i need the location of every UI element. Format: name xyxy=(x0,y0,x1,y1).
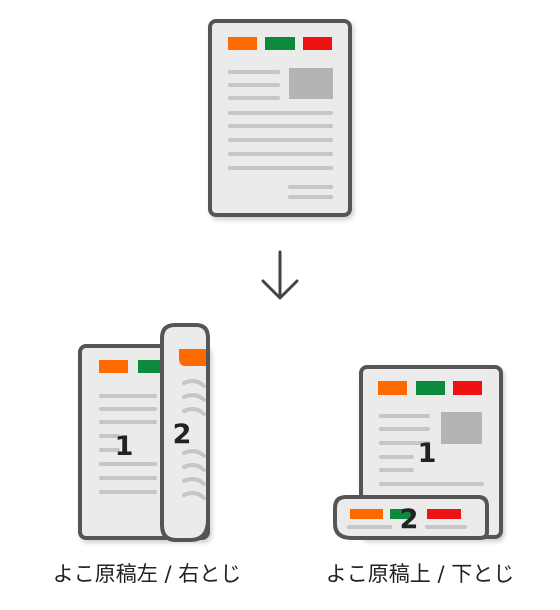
left-side-binding-document: 1 2 xyxy=(78,323,210,542)
red-color-block xyxy=(453,381,482,395)
green-color-block xyxy=(416,381,445,395)
folded-page xyxy=(160,323,210,542)
down-arrow-icon xyxy=(261,250,299,300)
red-color-block xyxy=(303,37,332,50)
right-top-binding-document: 1 2 xyxy=(333,365,503,540)
page-number-front: 1 xyxy=(418,438,437,469)
orange-color-block xyxy=(99,360,128,373)
caption-side-binding: よこ原稿左 / 右とじ xyxy=(52,562,242,586)
page-number-back: 2 xyxy=(400,504,419,535)
source-document xyxy=(208,19,352,217)
caption-top-binding: よこ原稿上 / 下とじ xyxy=(325,562,515,586)
image-placeholder xyxy=(289,68,333,99)
image-placeholder xyxy=(441,412,482,444)
page-number-front: 1 xyxy=(115,431,134,462)
green-color-block xyxy=(265,37,295,50)
page-number-back: 2 xyxy=(173,419,192,450)
orange-color-block xyxy=(378,381,407,395)
text-lines xyxy=(228,70,333,199)
orange-color-block xyxy=(228,37,257,50)
